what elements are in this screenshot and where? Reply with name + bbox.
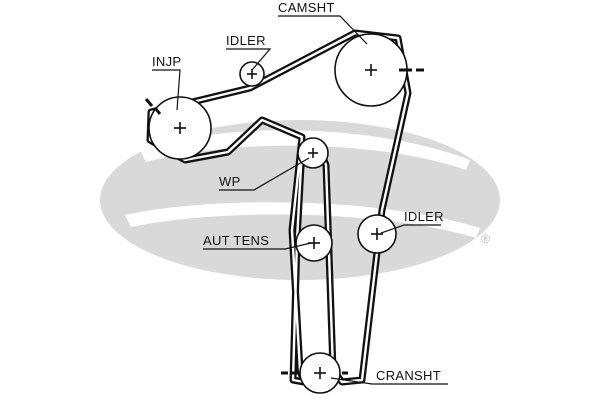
idler-top-pulley xyxy=(239,61,265,87)
injection-pump-pulley xyxy=(144,96,212,160)
leader-wp xyxy=(219,157,310,191)
injection-pump-timing-mark xyxy=(144,98,154,107)
label-camshaft: CAMSHT xyxy=(278,0,335,15)
leader-cransht xyxy=(330,377,448,385)
crankshaft-pulley xyxy=(281,352,348,394)
leader-idler-right xyxy=(380,224,441,234)
leader-idler-top xyxy=(226,48,272,71)
camshaft-pulley xyxy=(334,33,424,107)
label-water-pump: WP xyxy=(219,174,241,189)
label-idler-top: IDLER xyxy=(226,33,266,48)
label-auto-tensioner: AUT TENS xyxy=(203,233,269,248)
component-labels: CAMSHT IDLER INJP WP IDLER AUT TENS CRAN… xyxy=(152,0,444,383)
label-crankshaft: CRANSHT xyxy=(376,368,441,383)
leader-aut-tens xyxy=(203,242,312,250)
leader-injp xyxy=(152,69,181,111)
auto-tensioner-pulley xyxy=(295,224,333,262)
leader-camshaft xyxy=(278,15,368,45)
water-pump-pulley xyxy=(297,137,329,169)
idler-right-pulley xyxy=(357,214,397,254)
leader-lines xyxy=(152,15,448,385)
label-injection-pump: INJP xyxy=(152,54,181,69)
registered-mark: ® xyxy=(481,232,490,246)
label-idler-right: IDLER xyxy=(404,209,444,224)
